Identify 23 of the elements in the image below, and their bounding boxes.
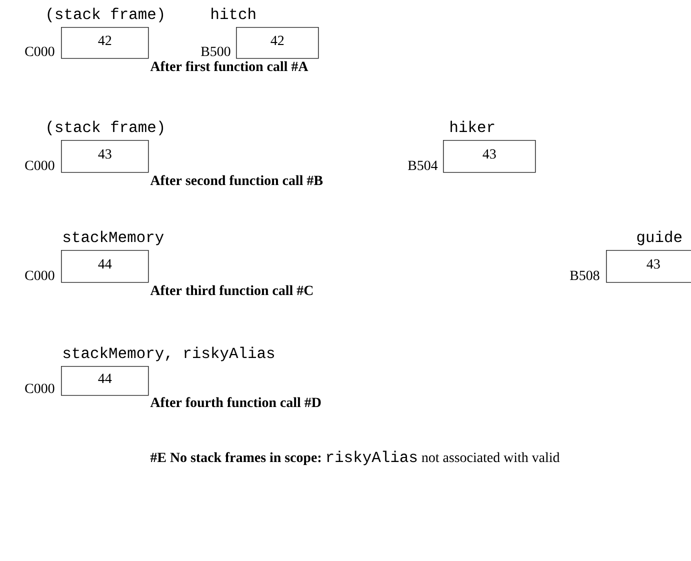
variable-name: (stack frame) (48, 8, 164, 22)
memory-address: B504 (408, 160, 438, 170)
value-box: 43 (606, 250, 691, 283)
value-box: 43 (443, 140, 536, 173)
note: #E No stack frames in scope: riskyAlias not associated with valid (150, 450, 560, 466)
memory-address: C000 (25, 160, 54, 170)
caption: After first function call #A (150, 61, 308, 72)
variable-name: hitch (212, 8, 256, 20)
value-box: 42 (61, 27, 149, 59)
value-box: 44 (61, 366, 149, 396)
variable-name: (stack frame) (48, 120, 164, 136)
variable-name: stackMemory (63, 230, 164, 246)
memory-address: C000 (25, 384, 54, 394)
value-box: 44 (61, 250, 149, 283)
memory-address: B508 (570, 270, 600, 280)
value-box: 43 (61, 140, 149, 173)
variable-name: guide (637, 230, 682, 246)
variable-name: stackMemory, riskyAlias (63, 346, 274, 362)
memory-address: C000 (25, 46, 54, 56)
value-box: 42 (236, 27, 319, 59)
variable-name: hiker (450, 120, 494, 132)
memory-address: C000 (25, 270, 54, 280)
memory-address: B500 (200, 46, 230, 56)
